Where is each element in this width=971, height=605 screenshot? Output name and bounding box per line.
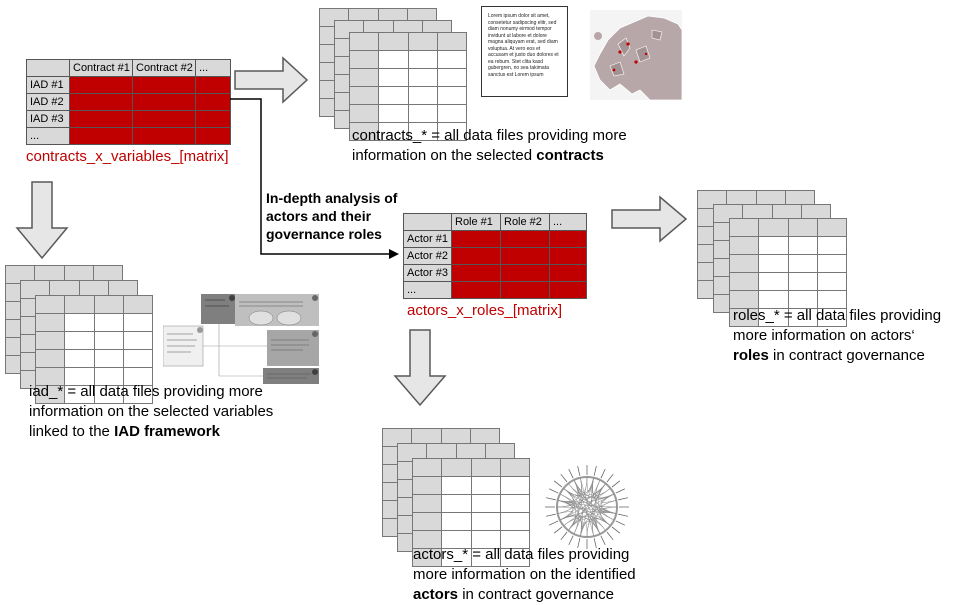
block-arrow-down: [15, 181, 69, 260]
matrix-row-header: IAD #3: [26, 110, 70, 128]
indepth-analysis-label: In-depth analysis of actors and their go…: [266, 190, 398, 242]
matrix-row-header: ...: [26, 127, 70, 145]
matrix-col-header: Role #2: [500, 213, 550, 231]
matrix-col-header: ...: [195, 59, 231, 77]
contracts-matrix: Contract #1 Contract #2 ... IAD #1 IAD #…: [26, 59, 231, 145]
contracts-caption: contracts_* = all data files providing m…: [352, 127, 627, 164]
contracts-matrix-label: contracts_x_variables_[matrix]: [26, 148, 229, 165]
iad-caption: iad_* = all data files providing more in…: [29, 383, 274, 440]
block-arrow-down: [393, 329, 447, 407]
matrix-col-header: Role #1: [451, 213, 501, 231]
europe-map-thumbnail: [590, 10, 682, 100]
matrix-row-header: Actor #2: [403, 247, 452, 265]
matrix-row-header: Actor #1: [403, 230, 452, 248]
data-file-sheet-icon: [348, 32, 468, 141]
iad-framework-thumbnail: [163, 294, 319, 384]
matrix-col-header: ...: [549, 213, 587, 231]
actors-matrix: Role #1 Role #2 ... Actor #1 Actor #2 Ac…: [403, 213, 587, 299]
roles-caption: roles_* = all data files providing more …: [733, 307, 942, 364]
network-chord-thumbnail: [545, 465, 629, 549]
matrix-row-header: ...: [403, 281, 452, 299]
data-file-sheet-icon: [34, 295, 154, 404]
data-file-sheet-icon: [411, 458, 531, 567]
actors-matrix-label: actors_x_roles_[matrix]: [407, 302, 563, 319]
connector-arrow: [230, 98, 399, 259]
block-arrow-right: [611, 195, 688, 243]
matrix-corner: [26, 59, 70, 77]
matrix-col-header: Contract #1: [69, 59, 133, 77]
actors-caption: actors_* = all data files providing more…: [413, 546, 636, 603]
block-arrow-right: [234, 56, 309, 104]
text-document-thumbnail: Lorem ipsum dolor sit amet, consetetur s…: [481, 6, 568, 97]
data-file-sheet-icon: [728, 218, 848, 327]
